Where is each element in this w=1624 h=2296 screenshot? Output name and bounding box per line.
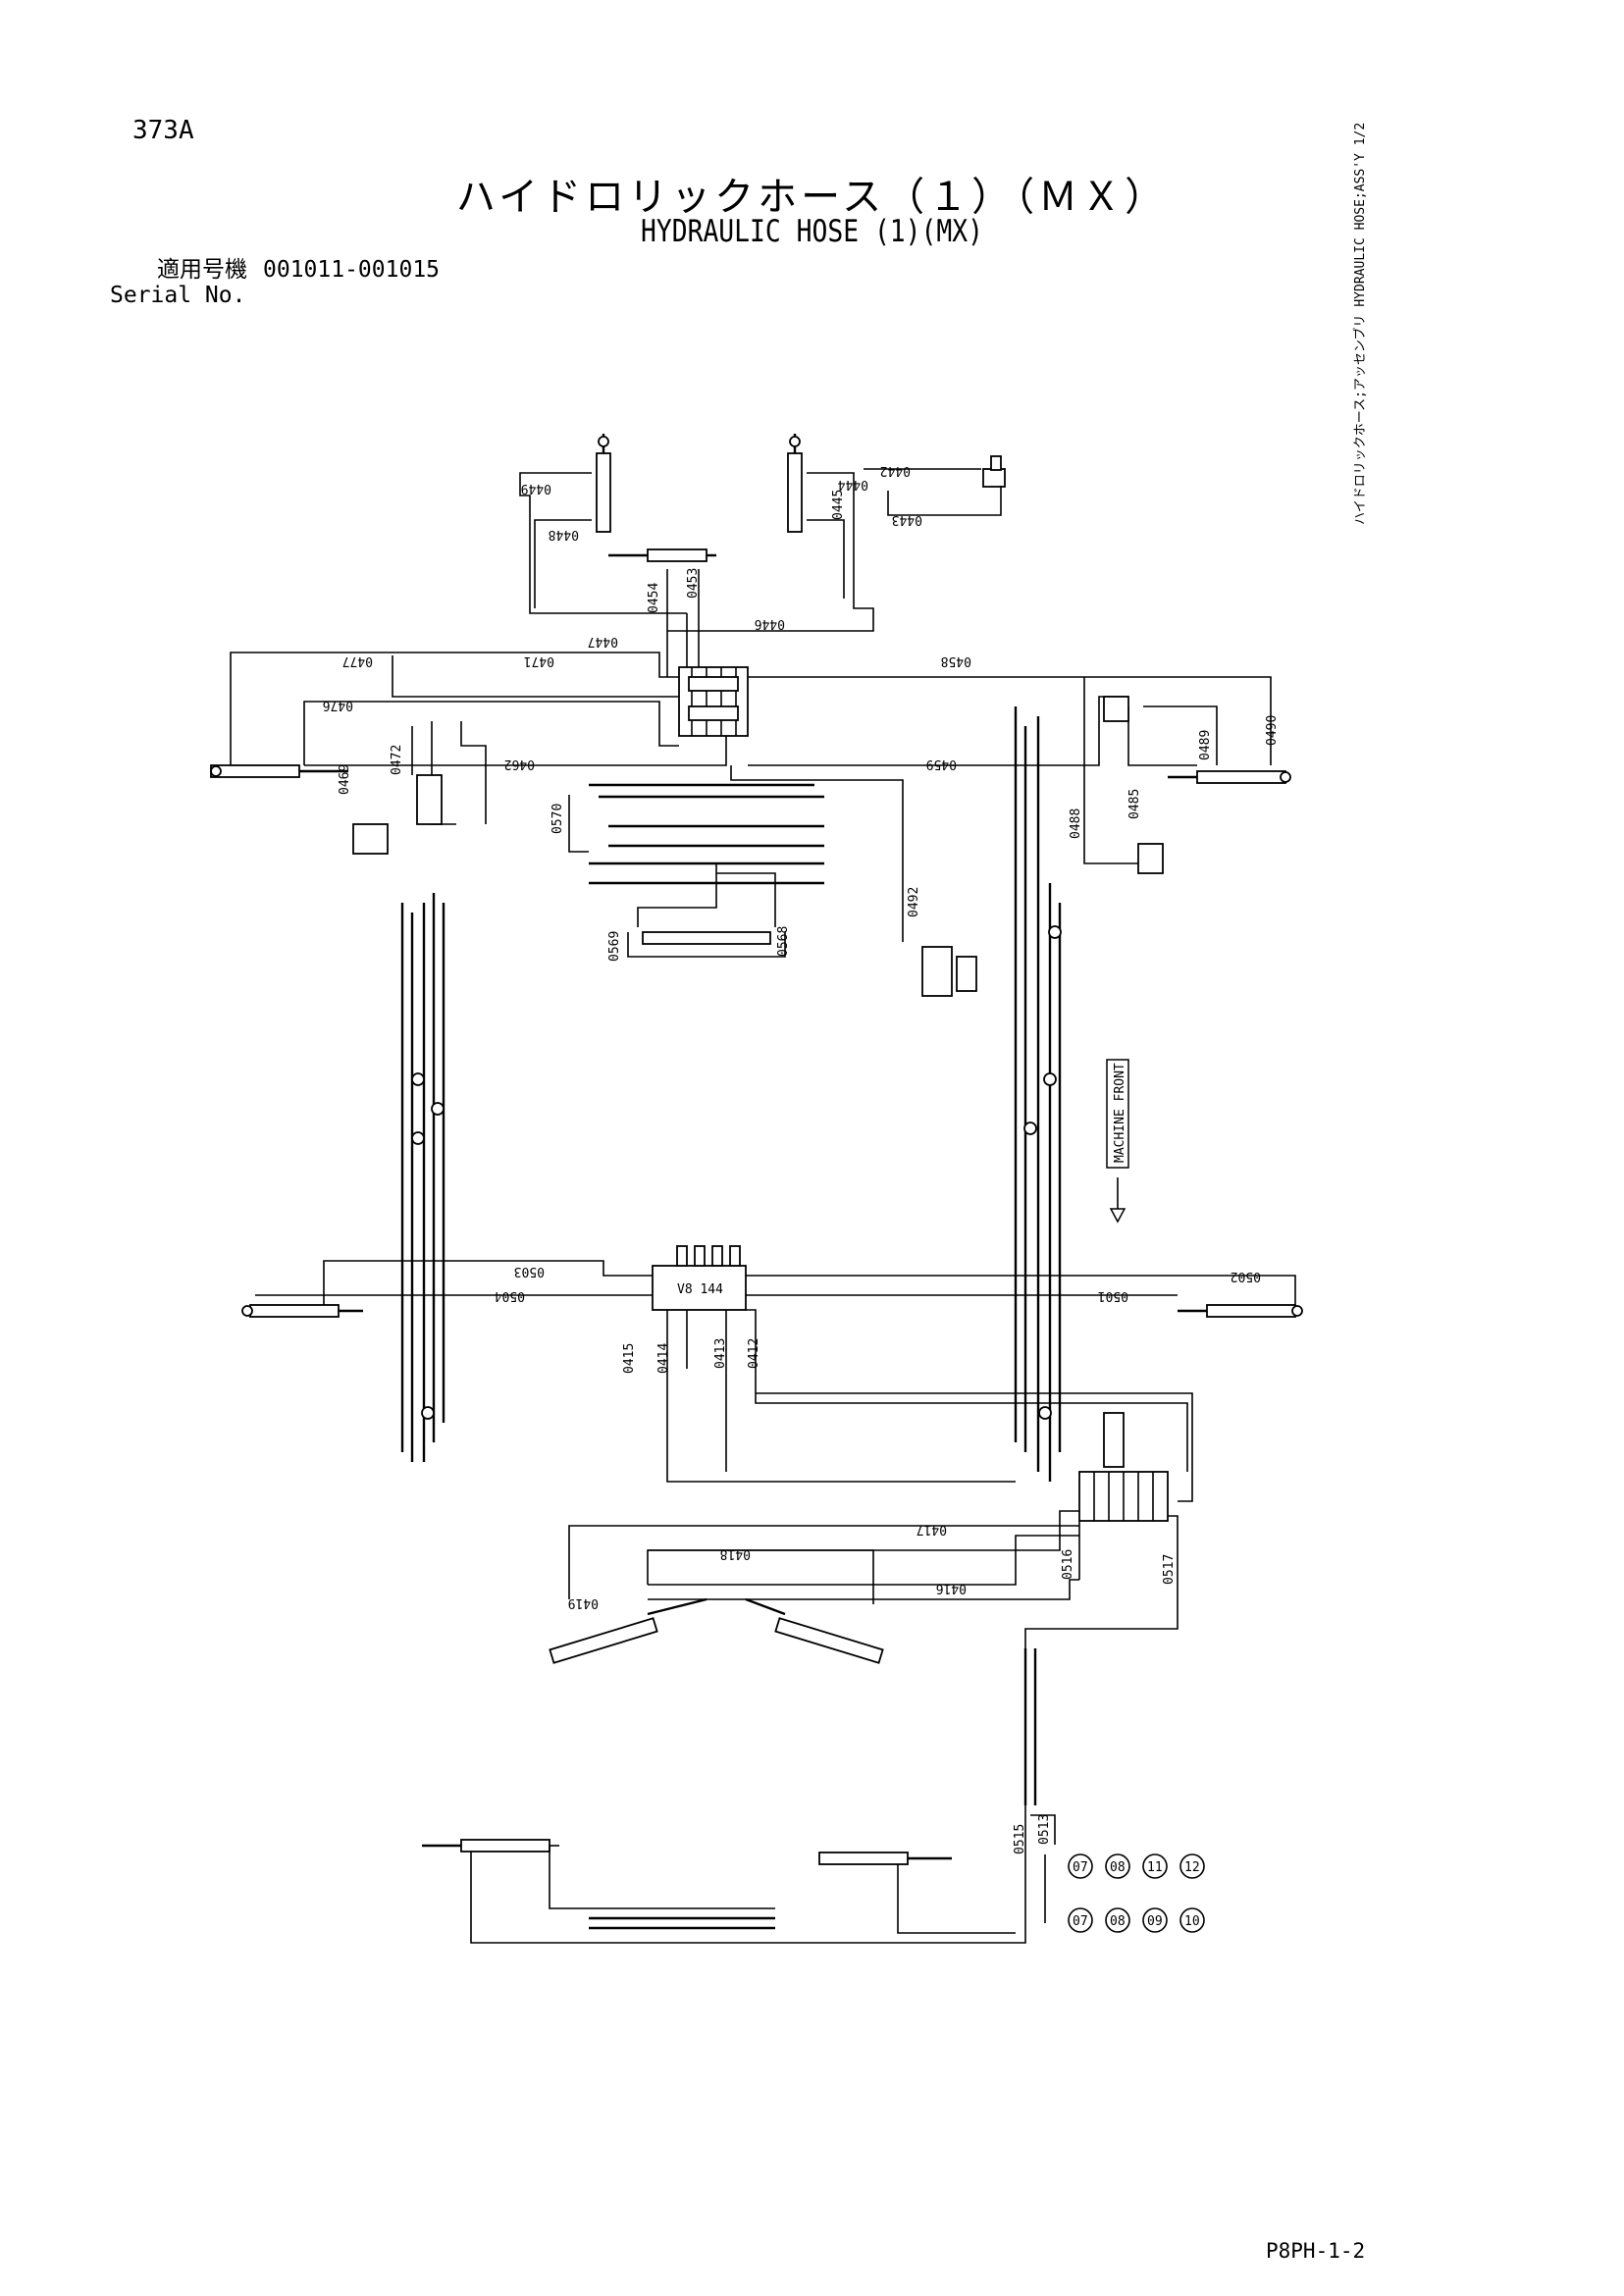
port-circle: 08 <box>1105 1907 1130 1933</box>
footer-code: P8PH-1-2 <box>1266 2239 1366 2263</box>
right-arm-cylinder <box>1103 696 1291 874</box>
hose-label-0471: 0471 <box>524 653 554 668</box>
hose-label-0502: 0502 <box>1231 1269 1261 1283</box>
hose-label-0458: 0458 <box>941 653 971 668</box>
left-vertical-bundle <box>400 893 445 1462</box>
svg-text:09: 09 <box>1147 1914 1163 1929</box>
page-number: 373A <box>132 116 194 145</box>
hose-label-0516: 0516 <box>1061 1549 1075 1580</box>
hose-label-0419: 0419 <box>568 1595 599 1610</box>
valve-label: V8 144 <box>677 1282 723 1297</box>
hose-label-0489: 0489 <box>1198 730 1213 760</box>
hose-label-0444: 0444 <box>838 477 868 492</box>
upper-right-hoses <box>748 676 1272 864</box>
hose-label-0449: 0449 <box>521 481 551 496</box>
machine-front-label: MACHINE FRONT <box>1113 1063 1127 1163</box>
hose-label-0517: 0517 <box>1162 1554 1177 1585</box>
port-circle: 08 <box>1105 1853 1130 1879</box>
serial-label-jp: 適用号機 <box>157 257 247 283</box>
boom-cylinders <box>549 1597 884 1664</box>
hose-label-0412: 0412 <box>747 1338 761 1369</box>
port-circle: 07 <box>1068 1907 1093 1933</box>
port-circle: 10 <box>1179 1907 1205 1933</box>
port-circle: 12 <box>1179 1853 1205 1879</box>
hose-label-0485: 0485 <box>1127 789 1142 819</box>
hose-label-0570: 0570 <box>550 804 565 834</box>
hose-label-0476: 0476 <box>323 698 353 712</box>
port-circle: 07 <box>1068 1853 1093 1879</box>
upper-control-valve <box>678 666 749 737</box>
hose-label-0415: 0415 <box>622 1343 637 1374</box>
hose-label-0445: 0445 <box>831 490 846 520</box>
hose-label-0472: 0472 <box>390 745 404 775</box>
lower-hoses <box>568 1510 1179 1648</box>
port-circle: 11 <box>1142 1853 1168 1879</box>
hose-label-0469: 0469 <box>338 764 352 795</box>
svg-text:11: 11 <box>1147 1860 1163 1875</box>
hose-label-0490: 0490 <box>1265 715 1280 746</box>
hose-label-0443: 0443 <box>892 512 922 527</box>
hose-label-0569: 0569 <box>607 931 622 962</box>
lower-control-valve <box>1078 1412 1169 1522</box>
right-vertical-bundle <box>1014 706 1062 1482</box>
hose-label-0492: 0492 <box>907 887 921 917</box>
hose-label-0477: 0477 <box>342 653 373 668</box>
hose-label-0442: 0442 <box>880 463 911 478</box>
hose-label-0446: 0446 <box>755 616 785 631</box>
title-english: HYDRAULIC HOSE (1)(MX) <box>640 214 984 249</box>
hose-label-0501: 0501 <box>1098 1288 1128 1303</box>
left-arm-cylinder <box>210 764 443 855</box>
hose-label-0459: 0459 <box>926 757 957 771</box>
hose-label-0488: 0488 <box>1069 809 1083 839</box>
svg-text:07: 07 <box>1073 1860 1088 1875</box>
machine-front-marker: MACHINE FRONT <box>1106 1059 1129 1224</box>
title-japanese: ハイドロリックホース（１）（ＭＸ） <box>455 175 1169 220</box>
top-cylinders <box>596 434 1006 562</box>
hose-label-0416: 0416 <box>936 1581 967 1595</box>
hose-label-0417: 0417 <box>917 1522 947 1537</box>
hose-label-0503: 0503 <box>514 1264 545 1278</box>
hose-label-0447: 0447 <box>588 634 618 649</box>
middle-hoses <box>255 1260 1296 1502</box>
hose-label-0413: 0413 <box>713 1338 728 1369</box>
top-hoses <box>519 468 1002 677</box>
hose-label-0568: 0568 <box>776 926 791 957</box>
hose-label-0504: 0504 <box>495 1288 525 1303</box>
svg-text:10: 10 <box>1184 1914 1200 1929</box>
swing-valve: V8 144 <box>652 1245 747 1311</box>
svg-text:08: 08 <box>1110 1860 1126 1875</box>
hose-label-0453: 0453 <box>686 568 701 599</box>
hose-label-0515: 0515 <box>1013 1824 1027 1854</box>
hose-label-0454: 0454 <box>647 583 661 613</box>
port-circle: 09 <box>1142 1907 1168 1933</box>
hose-label-0513: 0513 <box>1037 1814 1052 1845</box>
port-circles: 07 08 11 12 07 08 09 10 <box>1068 1853 1205 1933</box>
side-note: ハイドロリックホース;アッセンブリ HYDRAULIC HOSE;ASS'Y 1… <box>1352 123 1368 525</box>
upper-left-hoses <box>230 652 727 825</box>
serial-block: 適用号機 001011-001015 Serial No. <box>110 257 440 308</box>
bottom-section <box>422 1648 1056 1944</box>
hose-label-0448: 0448 <box>549 527 579 542</box>
svg-text:07: 07 <box>1073 1914 1088 1929</box>
hose-label-0462: 0462 <box>504 757 535 771</box>
serial-label-en: Serial No. <box>110 283 246 308</box>
svg-text:08: 08 <box>1110 1914 1126 1929</box>
center-upper-group <box>568 765 977 997</box>
hose-label-0418: 0418 <box>720 1546 751 1561</box>
swing-cylinders <box>241 1304 1303 1318</box>
serial-range: 001011-001015 <box>263 257 441 283</box>
svg-text:12: 12 <box>1184 1860 1200 1875</box>
hose-label-0414: 0414 <box>656 1343 671 1374</box>
